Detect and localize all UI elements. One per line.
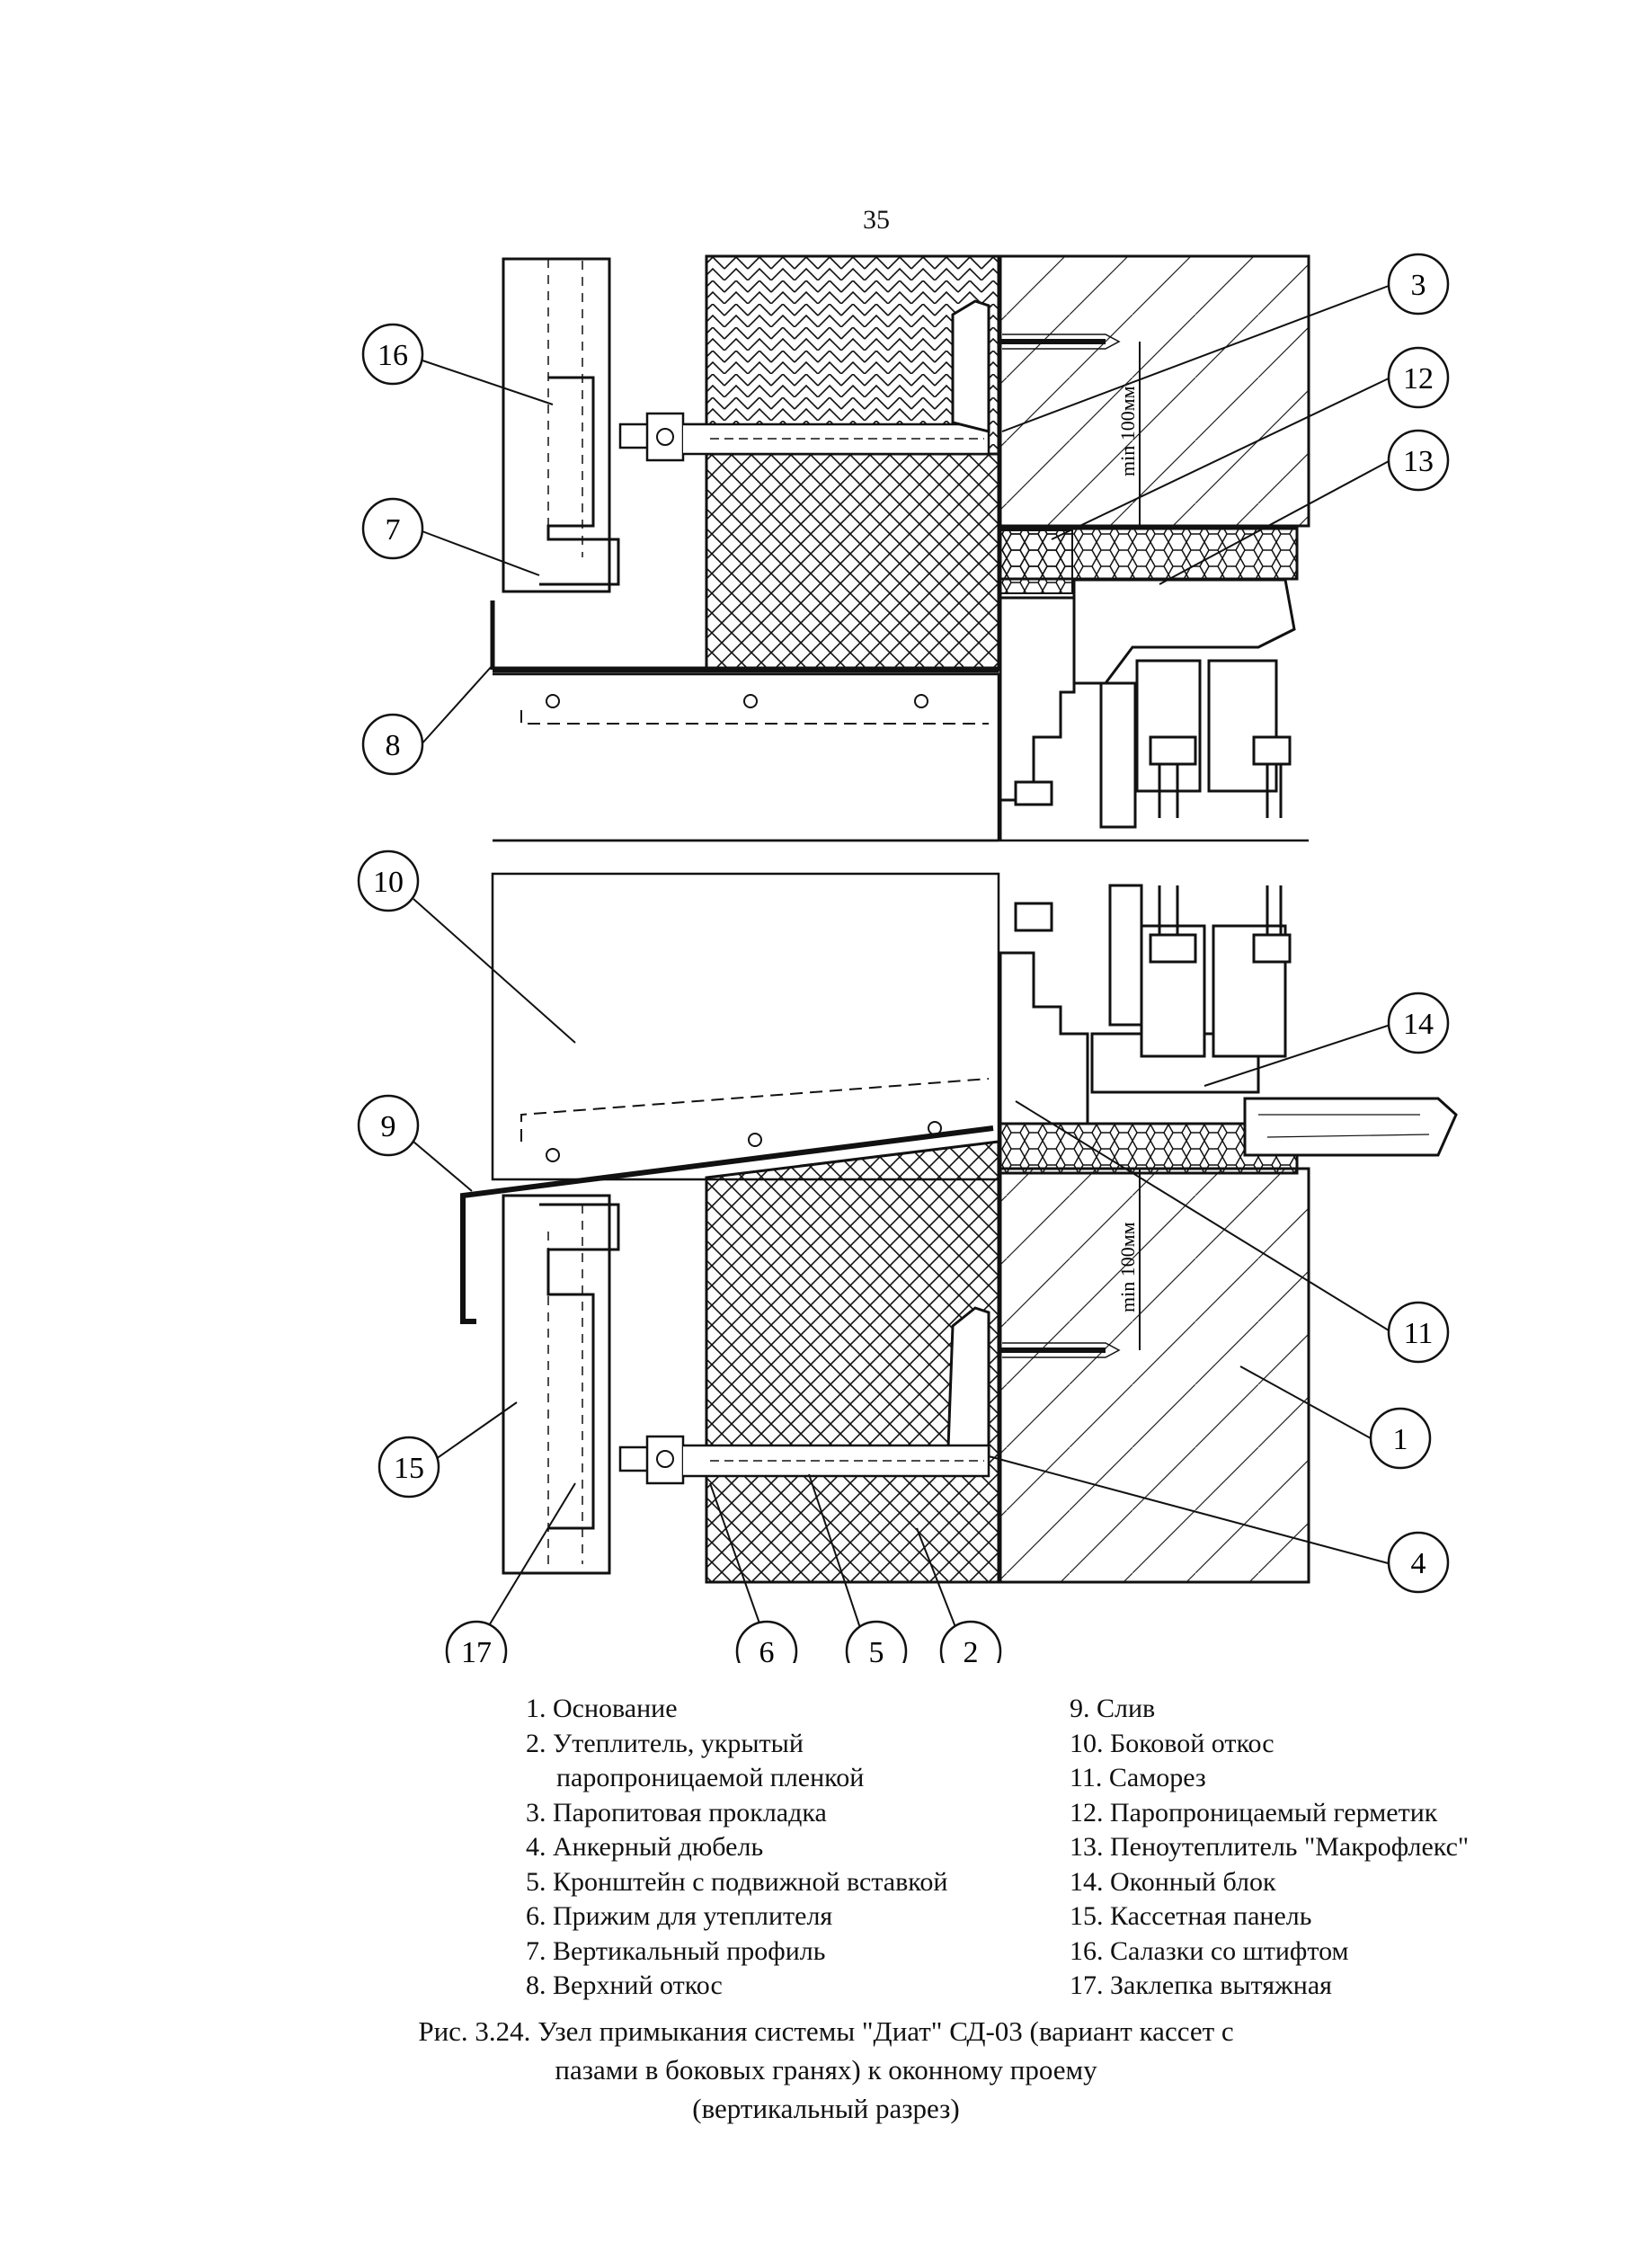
legend-item-10: 10. Боковой откос — [1070, 1728, 1275, 1758]
svg-text:14: 14 — [1403, 1008, 1434, 1041]
insulation-upper-top — [705, 254, 1000, 456]
upper-section: min 100мм — [490, 254, 1310, 842]
legend-item-2-cont: паропроницаемой пленкой — [556, 1763, 865, 1792]
wall-base-upper — [999, 254, 1310, 528]
callout-14: 14 — [1387, 992, 1450, 1054]
svg-text:2: 2 — [964, 1636, 979, 1663]
legend-item-1: 1. Основание — [526, 1694, 678, 1723]
figure-caption-line-1: Рис. 3.24. Узел примыкания системы "Диат… — [418, 2015, 1234, 2047]
callout-17: 17 — [445, 1620, 508, 1663]
svg-text:16: 16 — [377, 339, 408, 372]
callout-10: 10 — [357, 849, 420, 912]
legend-item-8: 8. Верхний откос — [526, 1970, 723, 2000]
sealant-upper — [999, 529, 1073, 594]
insulation-upper — [705, 452, 1000, 672]
legend-right: 9. Слив 10. Боковой откос 11. Саморез 12… — [1070, 1692, 1645, 2004]
window-sill — [1243, 1097, 1458, 1157]
callout-8: 8 — [361, 713, 424, 776]
svg-text:13: 13 — [1403, 445, 1434, 478]
dimension-label-upper: min 100мм — [1116, 386, 1139, 476]
svg-text:3: 3 — [1411, 269, 1426, 302]
callout-9: 9 — [357, 1094, 420, 1157]
legend-item-2: 2. Утеплитель, укрытый — [526, 1728, 804, 1758]
sill-flashing — [460, 1125, 994, 1324]
legend-item-14: 14. Оконный блок — [1070, 1866, 1276, 1897]
dimension-label-lower: min 100мм — [1116, 1222, 1139, 1312]
callouts: 3 12 13 16 7 8 10 9 14 11 1 4 15 17 6 5 … — [357, 253, 1450, 1663]
leader-lines — [413, 285, 1392, 1637]
callout-11: 11 — [1387, 1301, 1450, 1364]
svg-text:17: 17 — [461, 1636, 492, 1663]
legend-item-13: 13. Пеноутеплитель "Макрофлекс" — [1070, 1832, 1470, 1862]
legend-item-17: 17. Заклепка вытяжная — [1070, 1970, 1332, 2000]
svg-text:11: 11 — [1404, 1317, 1434, 1350]
vertical-profile-lower — [539, 1203, 620, 1530]
section-drawing: min 100мм — [357, 253, 1458, 1663]
legend-item-11: 11. Саморез — [1070, 1763, 1206, 1792]
callout-15: 15 — [377, 1436, 440, 1499]
callout-1: 1 — [1369, 1407, 1432, 1470]
legend-item-5: 5. Кронштейн с подвижной вставкой — [526, 1866, 948, 1897]
callout-13: 13 — [1387, 429, 1450, 492]
vertical-profile-upper — [539, 376, 620, 586]
svg-text:15: 15 — [394, 1452, 424, 1485]
callout-16: 16 — [361, 323, 424, 386]
callout-6: 6 — [735, 1620, 798, 1663]
window-block-upper — [999, 578, 1296, 829]
upper-reveal — [493, 672, 1000, 842]
legend-left: 1. Основание 2. Утеплитель, укрытый паро… — [526, 1692, 1083, 2004]
paronite-pad-upper — [951, 299, 990, 433]
callout-12: 12 — [1387, 346, 1450, 409]
side-reveal — [491, 872, 1000, 1181]
svg-text:7: 7 — [386, 513, 401, 547]
legend-item-7: 7. Вертикальный профиль — [526, 1935, 826, 1966]
svg-text:4: 4 — [1411, 1547, 1426, 1580]
window-block-lower — [999, 884, 1292, 1125]
legend-item-16: 16. Салазки со штифтом — [1070, 1935, 1349, 1966]
callout-2: 2 — [939, 1620, 1002, 1663]
legend-item-15: 15. Кассетная панель — [1070, 1901, 1312, 1931]
legend-item-12: 12. Паропроницаемый герметик — [1070, 1797, 1438, 1828]
callout-5: 5 — [845, 1620, 908, 1663]
svg-text:8: 8 — [386, 729, 401, 762]
legend-item-6: 6. Прижим для утеплителя — [526, 1901, 833, 1931]
callout-4: 4 — [1387, 1531, 1450, 1594]
paronite-pad-lower — [946, 1306, 990, 1458]
cassette-panel-upper — [502, 257, 611, 593]
legend-item-9: 9. Слив — [1070, 1694, 1156, 1723]
legend-item-4: 4. Анкерный дюбель — [526, 1832, 764, 1862]
svg-text:5: 5 — [869, 1636, 884, 1663]
page-number: 35 — [863, 205, 890, 235]
svg-text:1: 1 — [1393, 1423, 1408, 1456]
svg-text:12: 12 — [1403, 362, 1434, 396]
figure-caption-line-3: (вертикальный разрез) — [692, 2093, 960, 2124]
svg-text:9: 9 — [381, 1110, 396, 1143]
svg-text:10: 10 — [373, 866, 404, 899]
cassette-panel-lower — [502, 1194, 611, 1575]
wall-base-lower — [999, 1167, 1310, 1584]
callout-7: 7 — [361, 497, 424, 560]
figure-caption-line-2: пазами в боковых гранях) к оконному прое… — [555, 2054, 1097, 2086]
legend-item-3: 3. Паропитовая прокладка — [526, 1797, 827, 1828]
svg-text:6: 6 — [759, 1636, 775, 1663]
lower-section: min 100мм — [460, 872, 1458, 1584]
callout-3: 3 — [1387, 253, 1450, 316]
